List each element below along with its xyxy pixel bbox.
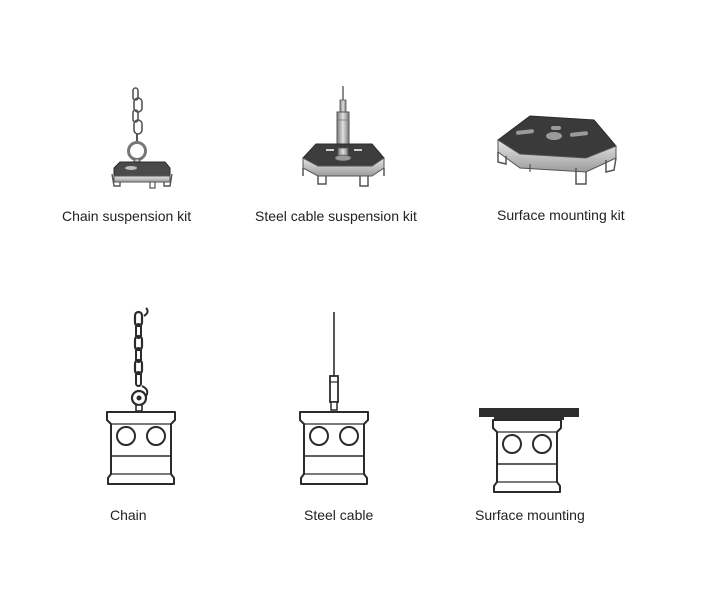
caption-chain-suspension-kit: Chain suspension kit: [62, 208, 192, 224]
caption-steel-cable: Steel cable: [304, 507, 374, 523]
steel-cable-suspension-kit-illustration: [302, 86, 385, 187]
caption-steel-cable-suspension-kit: Steel cable suspension kit: [255, 208, 417, 224]
caption-chain: Chain: [110, 507, 147, 523]
chain-suspension-kit-illustration: [111, 87, 173, 189]
caption-surface-mounting-kit: Surface mounting kit: [497, 207, 625, 223]
surface-mounting-kit-illustration: [497, 115, 617, 185]
surface-mounted-illustration: [479, 408, 579, 493]
steel-cable-mounted-illustration: [299, 312, 369, 485]
caption-surface-mounting: Surface mounting: [475, 507, 585, 523]
chain-mounted-illustration: [106, 307, 176, 485]
